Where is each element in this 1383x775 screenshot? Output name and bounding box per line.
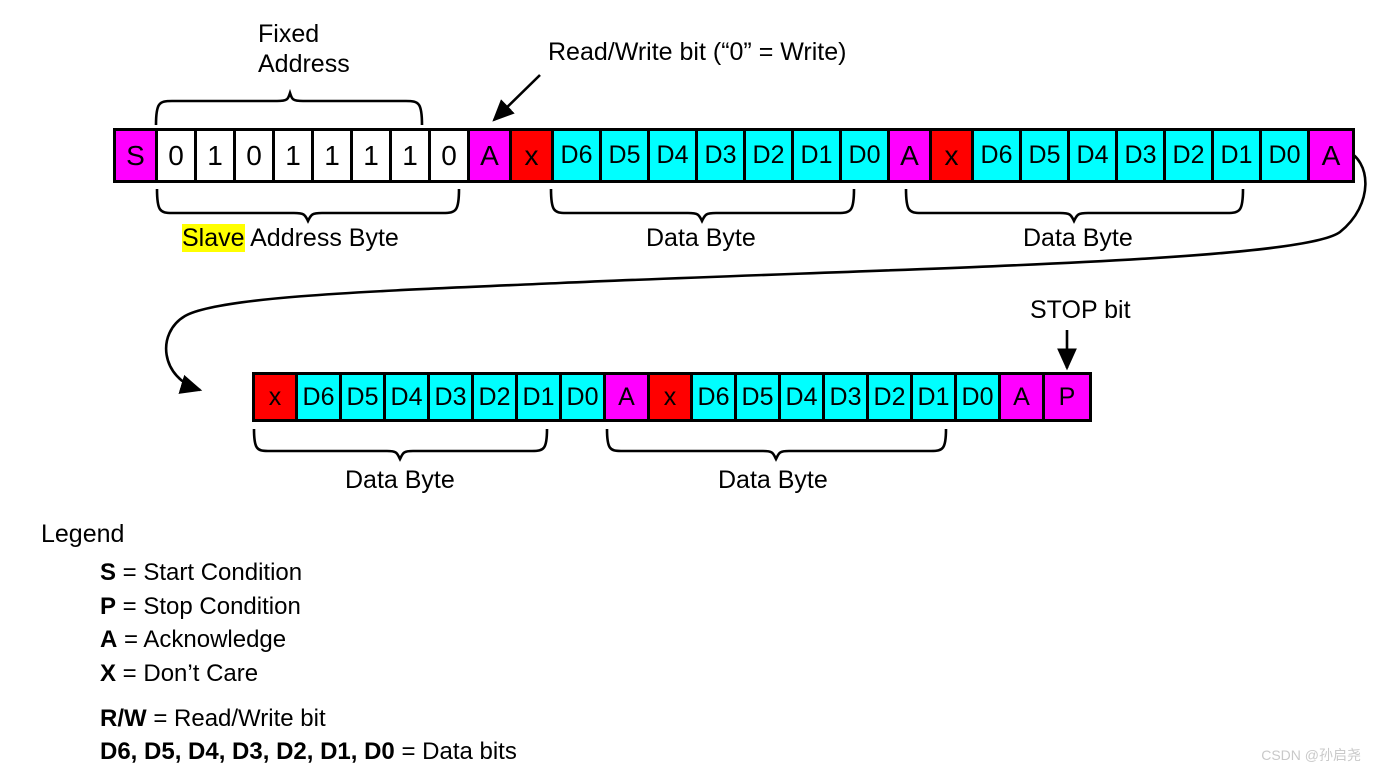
- label-slave-address-byte: Slave Address Byte: [182, 224, 399, 254]
- legend-description: = Stop Condition: [116, 592, 301, 620]
- row-connector-curve: [164, 148, 1367, 394]
- bit-cell-x: x: [512, 131, 554, 180]
- bit-cell-x: x: [650, 375, 693, 419]
- bit-cell-d3: D3: [1118, 131, 1166, 180]
- legend-item: D6, D5, D4, D3, D2, D1, D0 = Data bits: [41, 735, 517, 769]
- bit-cell-d2: D2: [1166, 131, 1214, 180]
- bit-cell-d0: D0: [562, 375, 606, 419]
- bit-cell-d4: D4: [1070, 131, 1118, 180]
- bit-cell-d2: D2: [869, 375, 913, 419]
- bit-cell-1: 1: [392, 131, 431, 180]
- legend-item: X = Don’t Care: [41, 657, 517, 691]
- bit-cell-x: x: [932, 131, 974, 180]
- bit-cell-1: 1: [353, 131, 392, 180]
- bit-cell-p: P: [1045, 375, 1089, 419]
- bit-cell-a: A: [1001, 375, 1045, 419]
- bit-cell-d6: D6: [693, 375, 737, 419]
- legend-symbol: X: [100, 660, 117, 688]
- legend-item: P = Stop Condition: [41, 590, 517, 624]
- legend-item: S = Start Condition: [41, 556, 517, 590]
- bit-cell-d5: D5: [602, 131, 650, 180]
- label-fixed-address: Fixed Address: [258, 20, 350, 78]
- bit-cell-d2: D2: [746, 131, 794, 180]
- bit-cell-d3: D3: [825, 375, 869, 419]
- brace-data-byte-1: [549, 188, 856, 224]
- bit-cell-d4: D4: [781, 375, 825, 419]
- label-data-byte-1: Data Byte: [646, 224, 756, 252]
- legend-description: = Read/Write bit: [146, 704, 326, 732]
- brace-data-byte-4: [605, 428, 948, 462]
- label-data-byte-3: Data Byte: [345, 466, 455, 494]
- bit-cell-d1: D1: [1214, 131, 1262, 180]
- watermark: CSDN @孙启尧: [1261, 747, 1361, 763]
- label-read-write-bit: Read/Write bit (“0” = Write): [548, 38, 847, 66]
- bit-cell-0: 0: [158, 131, 197, 180]
- bit-cell-d0: D0: [1262, 131, 1310, 180]
- bit-cell-a: A: [890, 131, 932, 180]
- bit-cell-d6: D6: [554, 131, 602, 180]
- bit-cell-0: 0: [431, 131, 470, 180]
- bit-cell-d3: D3: [698, 131, 746, 180]
- bit-cell-a: A: [470, 131, 512, 180]
- label-stop-bit: STOP bit: [1030, 296, 1131, 324]
- bit-cell-d1: D1: [913, 375, 957, 419]
- legend-symbol: P: [100, 592, 117, 620]
- bit-cell-a: A: [606, 375, 650, 419]
- legend-description: = Data bits: [394, 738, 517, 766]
- brace-fixed-address: [154, 88, 424, 126]
- bit-cell-d1: D1: [518, 375, 562, 419]
- bit-cell-1: 1: [275, 131, 314, 180]
- bit-cell-d1: D1: [794, 131, 842, 180]
- bit-cell-d5: D5: [737, 375, 781, 419]
- bit-cell-1: 1: [197, 131, 236, 180]
- brace-slave-address-byte: [155, 188, 461, 224]
- legend-item: A = Acknowledge: [41, 623, 517, 657]
- bit-cell-x: x: [255, 375, 298, 419]
- bit-cell-d6: D6: [298, 375, 342, 419]
- legend-symbol: A: [100, 626, 118, 654]
- bit-cell-d4: D4: [386, 375, 430, 419]
- legend-description: = Acknowledge: [117, 626, 287, 654]
- bit-cell-0: 0: [236, 131, 275, 180]
- bit-cell-d3: D3: [430, 375, 474, 419]
- legend-description: = Don’t Care: [116, 660, 259, 688]
- bit-cell-a: A: [1310, 131, 1352, 180]
- slave-address-byte-rest: Address Byte: [244, 224, 399, 252]
- legend-spacer: [41, 691, 517, 702]
- arrow-read-write-bit: [492, 74, 541, 122]
- slave-keyword-highlight: Slave: [182, 224, 245, 252]
- legend-symbol: R/W: [100, 704, 147, 732]
- bit-cell-d5: D5: [1022, 131, 1070, 180]
- bit-cell-1: 1: [314, 131, 353, 180]
- bit-cell-d4: D4: [650, 131, 698, 180]
- bit-cell-d0: D0: [842, 131, 890, 180]
- label-data-byte-4: Data Byte: [718, 466, 828, 494]
- bit-cell-d5: D5: [342, 375, 386, 419]
- bit-cell-d6: D6: [974, 131, 1022, 180]
- label-data-byte-2: Data Byte: [1023, 224, 1133, 252]
- bit-cell-d0: D0: [957, 375, 1001, 419]
- bit-cell-d2: D2: [474, 375, 518, 419]
- legend-symbol: D6, D5, D4, D3, D2, D1, D0: [100, 738, 395, 766]
- bit-cell-s: S: [116, 131, 158, 180]
- legend-item: R/W = Read/Write bit: [41, 702, 517, 736]
- brace-data-byte-2: [904, 188, 1245, 224]
- legend-title: Legend: [41, 520, 125, 548]
- legend-symbol: S: [100, 559, 117, 587]
- brace-data-byte-3: [252, 428, 549, 462]
- legend-description: = Start Condition: [116, 559, 303, 587]
